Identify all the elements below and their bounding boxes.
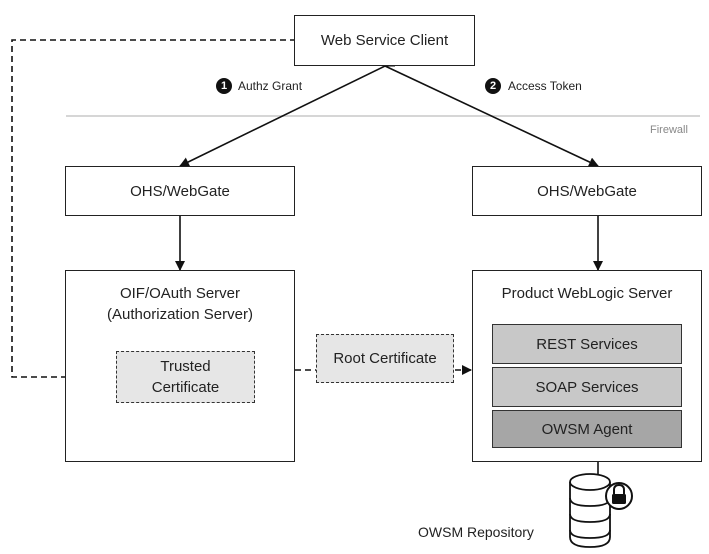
owsm-agent-label: OWSM Agent [541,420,633,438]
lock-icon [605,482,633,510]
arrow-client-left-gate [179,57,396,167]
weblogic-title: Product WebLogic Server [501,285,673,302]
dashed-client-to-trusted-cert [11,39,306,382]
owsm-repository-label: OWSM Repository [418,524,534,540]
oauth-server-title: OIF/OAuth Server [119,285,241,302]
trusted-cert-line1: Trusted [160,358,211,375]
right-webgate-label: OHS/WebGate [537,182,637,200]
arrow-client-right-gate [384,65,599,167]
step-2-badge: 2 [485,78,501,94]
soap-services-block: SOAP Services [492,367,682,407]
trusted-cert-line2: Certificate [151,379,220,396]
database-icon [569,473,611,548]
trusted-certificate-box: Trusted Certificate [116,351,255,403]
root-certificate-box: Root Certificate [316,334,454,383]
owsm-agent-block: OWSM Agent [492,410,682,448]
web-service-client-box: Web Service Client [294,15,475,66]
right-webgate-box: OHS/WebGate [472,166,702,216]
step-1-badge: 1 [216,78,232,94]
left-webgate-box: OHS/WebGate [65,166,295,216]
oauth-server-subtitle: (Authorization Server) [107,306,253,323]
left-webgate-label: OHS/WebGate [130,182,230,200]
firewall-label: Firewall [650,124,688,136]
client-label: Web Service Client [320,32,449,49]
rest-services-label: REST Services [536,335,638,353]
step-1-label: Authz Grant [238,79,303,93]
rest-services-block: REST Services [492,324,682,364]
soap-services-label: SOAP Services [535,378,639,396]
root-cert-label: Root Certificate [333,350,437,367]
step-2-label: Access Token [508,79,582,93]
